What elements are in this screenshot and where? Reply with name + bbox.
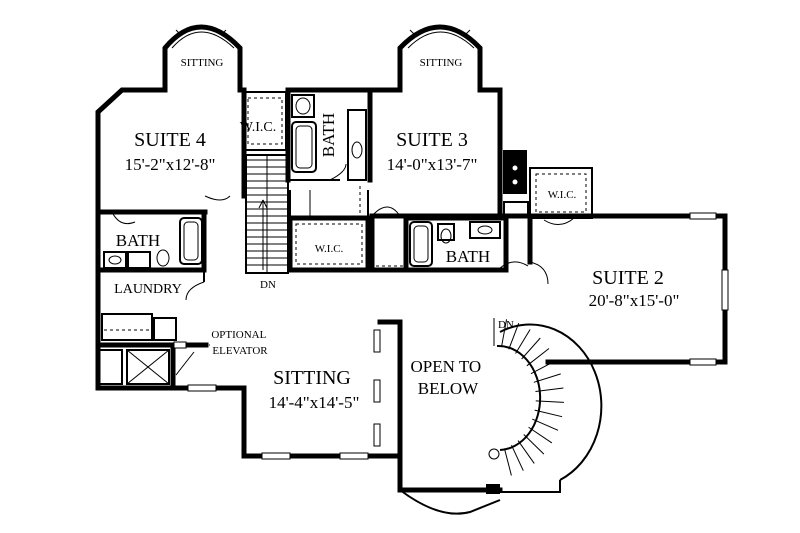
bath-label-suite-3: BATH (446, 247, 490, 266)
curved-stair-dn-label: DN (498, 319, 514, 331)
curved-stair-tread (533, 373, 561, 383)
curved-stair-tread (501, 319, 508, 347)
wic-label-center: W.I.C. (315, 243, 344, 255)
room-labels: SITTING SITTING SUITE 4 15'-2"x12'-8" W.… (114, 57, 679, 412)
interior-details (111, 163, 575, 376)
straight-stair (245, 154, 289, 274)
curved-stair-tread (503, 448, 512, 476)
wic-label-suite-4: W.I.C. (240, 120, 276, 135)
open-to-below-walls (373, 319, 503, 515)
suite-2-size: 20'-8"x15'-0" (589, 291, 680, 310)
suite-2-walls (527, 212, 729, 366)
laundry-label: LAUNDRY (114, 282, 182, 297)
curved-stair-tread (534, 409, 563, 418)
bath-label-center: BATH (319, 113, 338, 157)
suite-4-name: SUITE 4 (134, 129, 206, 151)
center-bath-walls (285, 87, 373, 183)
curved-stair-tread (528, 426, 553, 444)
curved-stair (488, 318, 603, 493)
bath-label-suite-4: BATH (116, 231, 160, 250)
fireplace (503, 150, 527, 194)
sitting-main-size: 14'-4"x14'-5" (269, 393, 360, 412)
curved-stair-tread (530, 360, 557, 375)
curved-stair-tread (523, 434, 545, 455)
suite-3-bath (403, 215, 509, 273)
curved-stair-tread (535, 400, 564, 403)
curved-stair-tread (511, 445, 524, 471)
wic-suite-2 (503, 167, 593, 219)
wic-label-suite-2: W.I.C. (548, 189, 577, 201)
suite-3-size: 14'-0"x13'-7" (387, 155, 478, 174)
sitting-label-suite-3: SITTING (420, 57, 463, 69)
curved-stair-tread (508, 322, 520, 350)
stair-dn-label: DN (260, 279, 276, 291)
wic-center (287, 190, 371, 273)
elevator (95, 342, 210, 391)
curved-stair-tread (517, 440, 535, 464)
curved-stair-tread (535, 387, 564, 392)
sitting-main-name: SITTING (273, 367, 351, 389)
suite-3-name: SUITE 3 (396, 129, 468, 151)
curved-stair-tread (515, 329, 531, 354)
open-to-below-label: OPEN TO BELOW (411, 357, 486, 398)
suite-4-size: 15'-2"x12'-8" (125, 155, 216, 174)
sitting-bay-suite-3-windows (407, 29, 475, 49)
curved-stair-tread (532, 418, 559, 431)
sitting-bay-suite-4-windows (171, 29, 235, 49)
suite-2-name: SUITE 2 (592, 267, 664, 289)
elevator-label: OPTIONAL ELEVATOR (211, 329, 268, 357)
curved-stair-tread (526, 348, 550, 367)
lower-left-walls (95, 384, 403, 460)
curved-stair-tread (521, 337, 541, 360)
sitting-label-suite-4: SITTING (181, 57, 224, 69)
